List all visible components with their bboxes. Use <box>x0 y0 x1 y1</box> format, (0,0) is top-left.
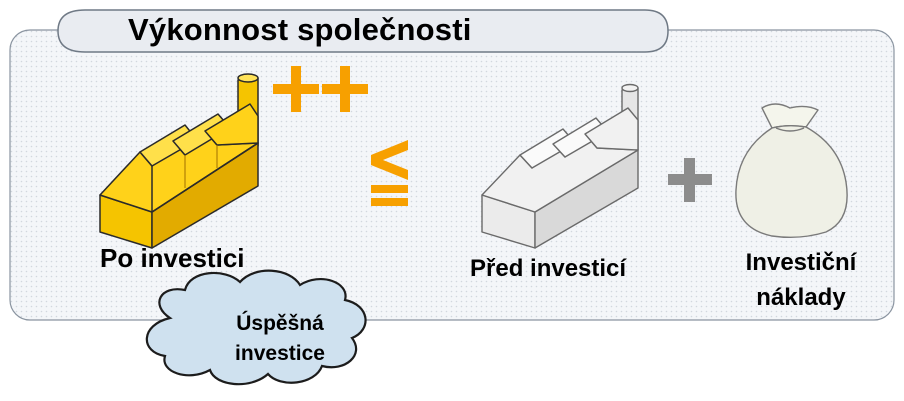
plus-operator <box>668 158 712 202</box>
success-cloud <box>145 269 367 386</box>
success-callout-line2: investice <box>235 342 325 365</box>
after-investment-label: Po investici <box>100 243 245 273</box>
investment-costs-line2: náklady <box>756 284 846 311</box>
success-callout-label: Úspěšná investice <box>210 309 350 369</box>
plus-plus-indicator <box>273 66 368 112</box>
factory-after-icon <box>99 73 259 249</box>
before-investment-label: Před investicí <box>470 255 627 282</box>
investment-costs-label: Investiční náklady <box>712 245 890 315</box>
money-bag-icon <box>735 103 848 239</box>
success-callout-line1: Úspěšná <box>236 312 324 335</box>
investment-costs-line1: Investiční <box>745 249 857 276</box>
title-tab <box>57 9 669 53</box>
factory-before-icon <box>481 83 639 249</box>
greater-equal-symbol <box>371 140 408 206</box>
page-title: Výkonnost společnosti <box>128 12 472 47</box>
